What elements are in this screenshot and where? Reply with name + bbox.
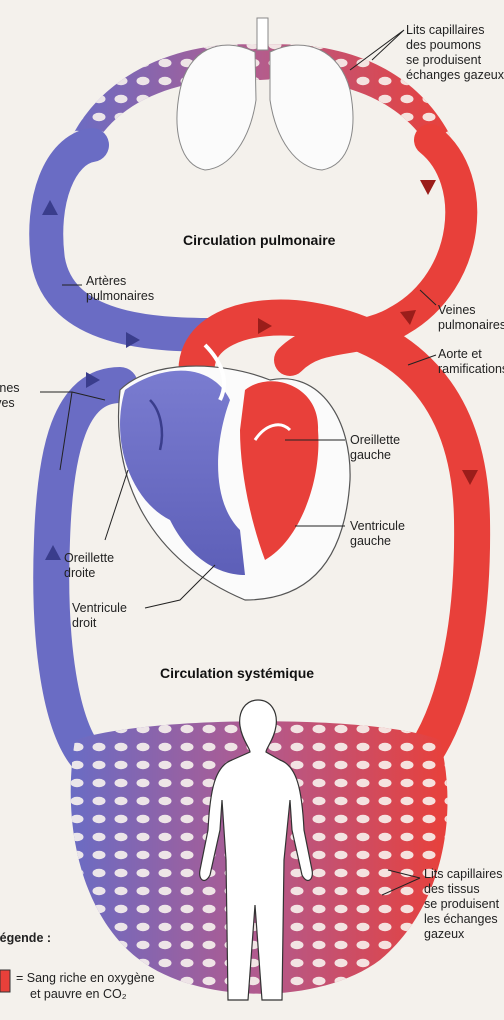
svg-text:Artères: Artères bbox=[86, 274, 126, 288]
svg-text:gazeux: gazeux bbox=[424, 927, 465, 941]
legend-oxygen-rich-line1: = Sang riche en oxygène bbox=[16, 971, 155, 985]
svg-text:se produisent: se produisent bbox=[424, 897, 500, 911]
svg-text:ramifications: ramifications bbox=[438, 362, 504, 376]
lungs bbox=[177, 18, 353, 170]
svg-text:Ventricule: Ventricule bbox=[350, 519, 405, 533]
svg-text:droit: droit bbox=[72, 616, 97, 630]
svg-text:se produisent: se produisent bbox=[406, 53, 482, 67]
svg-text:Veines: Veines bbox=[0, 381, 20, 395]
title-pulmonary: Circulation pulmonaire bbox=[183, 232, 336, 248]
svg-text:Lits capillaires: Lits capillaires bbox=[406, 23, 485, 37]
svg-text:Lits capillaires: Lits capillaires bbox=[424, 867, 503, 881]
heart bbox=[119, 345, 351, 600]
svg-text:droite: droite bbox=[64, 566, 95, 580]
svg-text:pulmonaires: pulmonaires bbox=[438, 318, 504, 332]
svg-text:Ventricule: Ventricule bbox=[72, 601, 127, 615]
title-systemic: Circulation systémique bbox=[160, 665, 314, 681]
legend-title: Légende : bbox=[0, 931, 51, 945]
legend-oxygen-rich-line2: et pauvre en CO₂ bbox=[30, 987, 127, 1001]
svg-text:les échanges: les échanges bbox=[424, 912, 498, 926]
svg-text:Veines: Veines bbox=[438, 303, 476, 317]
svg-text:gauche: gauche bbox=[350, 534, 391, 548]
svg-text:caves: caves bbox=[0, 396, 15, 410]
svg-text:Oreillette: Oreillette bbox=[64, 551, 114, 565]
svg-text:des tissus: des tissus bbox=[424, 882, 480, 896]
svg-text:échanges gazeux: échanges gazeux bbox=[406, 68, 504, 82]
svg-text:pulmonaires: pulmonaires bbox=[86, 289, 154, 303]
legend-swatch-oxygen-rich bbox=[0, 970, 10, 992]
svg-text:Aorte et: Aorte et bbox=[438, 347, 482, 361]
svg-text:des poumons: des poumons bbox=[406, 38, 481, 52]
lung-capillary-bed bbox=[70, 44, 450, 150]
svg-text:Oreillette: Oreillette bbox=[350, 433, 400, 447]
svg-text:gauche: gauche bbox=[350, 448, 391, 462]
